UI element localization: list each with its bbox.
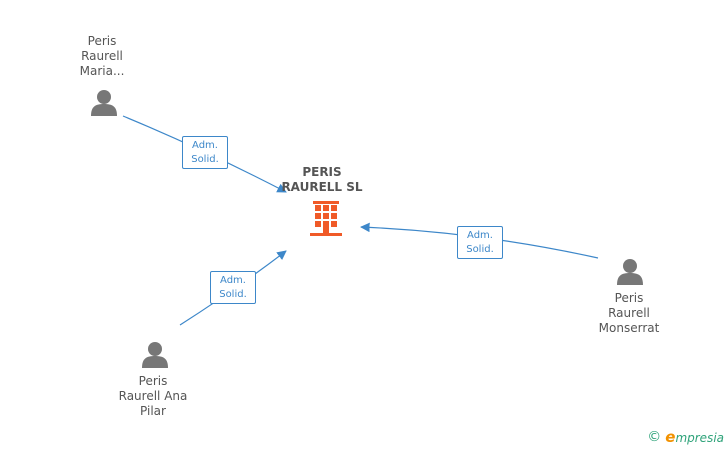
person-name-line: Pilar (140, 404, 166, 418)
person-icon[interactable] (617, 259, 643, 285)
brand-logo-rest: mpresia (675, 431, 724, 445)
person-name-line: Raurell (608, 306, 650, 320)
person-icon[interactable] (91, 90, 117, 116)
person-name-line: Peris (138, 374, 168, 388)
edge-role-badge[interactable]: Adm. Solid. (210, 271, 256, 304)
edge-role-line: Adm. (220, 275, 246, 286)
person-label-maria[interactable]: Peris Raurell Maria... (47, 34, 157, 79)
person-name-line: Maria... (79, 64, 125, 78)
person-label-ana-pilar[interactable]: Peris Raurell Ana Pilar (98, 374, 208, 419)
company-name-line: RAURELL SL (281, 180, 363, 194)
edge-role-line: Adm. (192, 140, 218, 151)
person-name-line: Peris (87, 34, 117, 48)
edge-role-line: Solid. (466, 244, 494, 255)
brand-logo-initial: e (665, 428, 676, 446)
edge-role-line: Solid. (219, 289, 247, 300)
person-name-line: Raurell (81, 49, 123, 63)
footer-brand: © empresia (647, 428, 724, 446)
brand-logo[interactable]: empresia (665, 428, 724, 446)
building-icon[interactable] (310, 201, 342, 236)
person-name-line: Monserrat (598, 321, 660, 335)
person-label-monserrat[interactable]: Peris Raurell Monserrat (574, 291, 684, 336)
edge-role-badge[interactable]: Adm. Solid. (457, 226, 503, 259)
company-name[interactable]: PERIS RAURELL SL (252, 165, 392, 195)
edge-role-line: Adm. (467, 230, 493, 241)
person-name-line: Raurell Ana (118, 389, 188, 403)
copyright-icon: © (647, 429, 662, 445)
person-name-line: Peris (614, 291, 644, 305)
person-icon[interactable] (142, 342, 168, 368)
edge-role-badge[interactable]: Adm. Solid. (182, 136, 228, 169)
edge-role-line: Solid. (191, 154, 219, 165)
company-name-line: PERIS (302, 165, 342, 179)
